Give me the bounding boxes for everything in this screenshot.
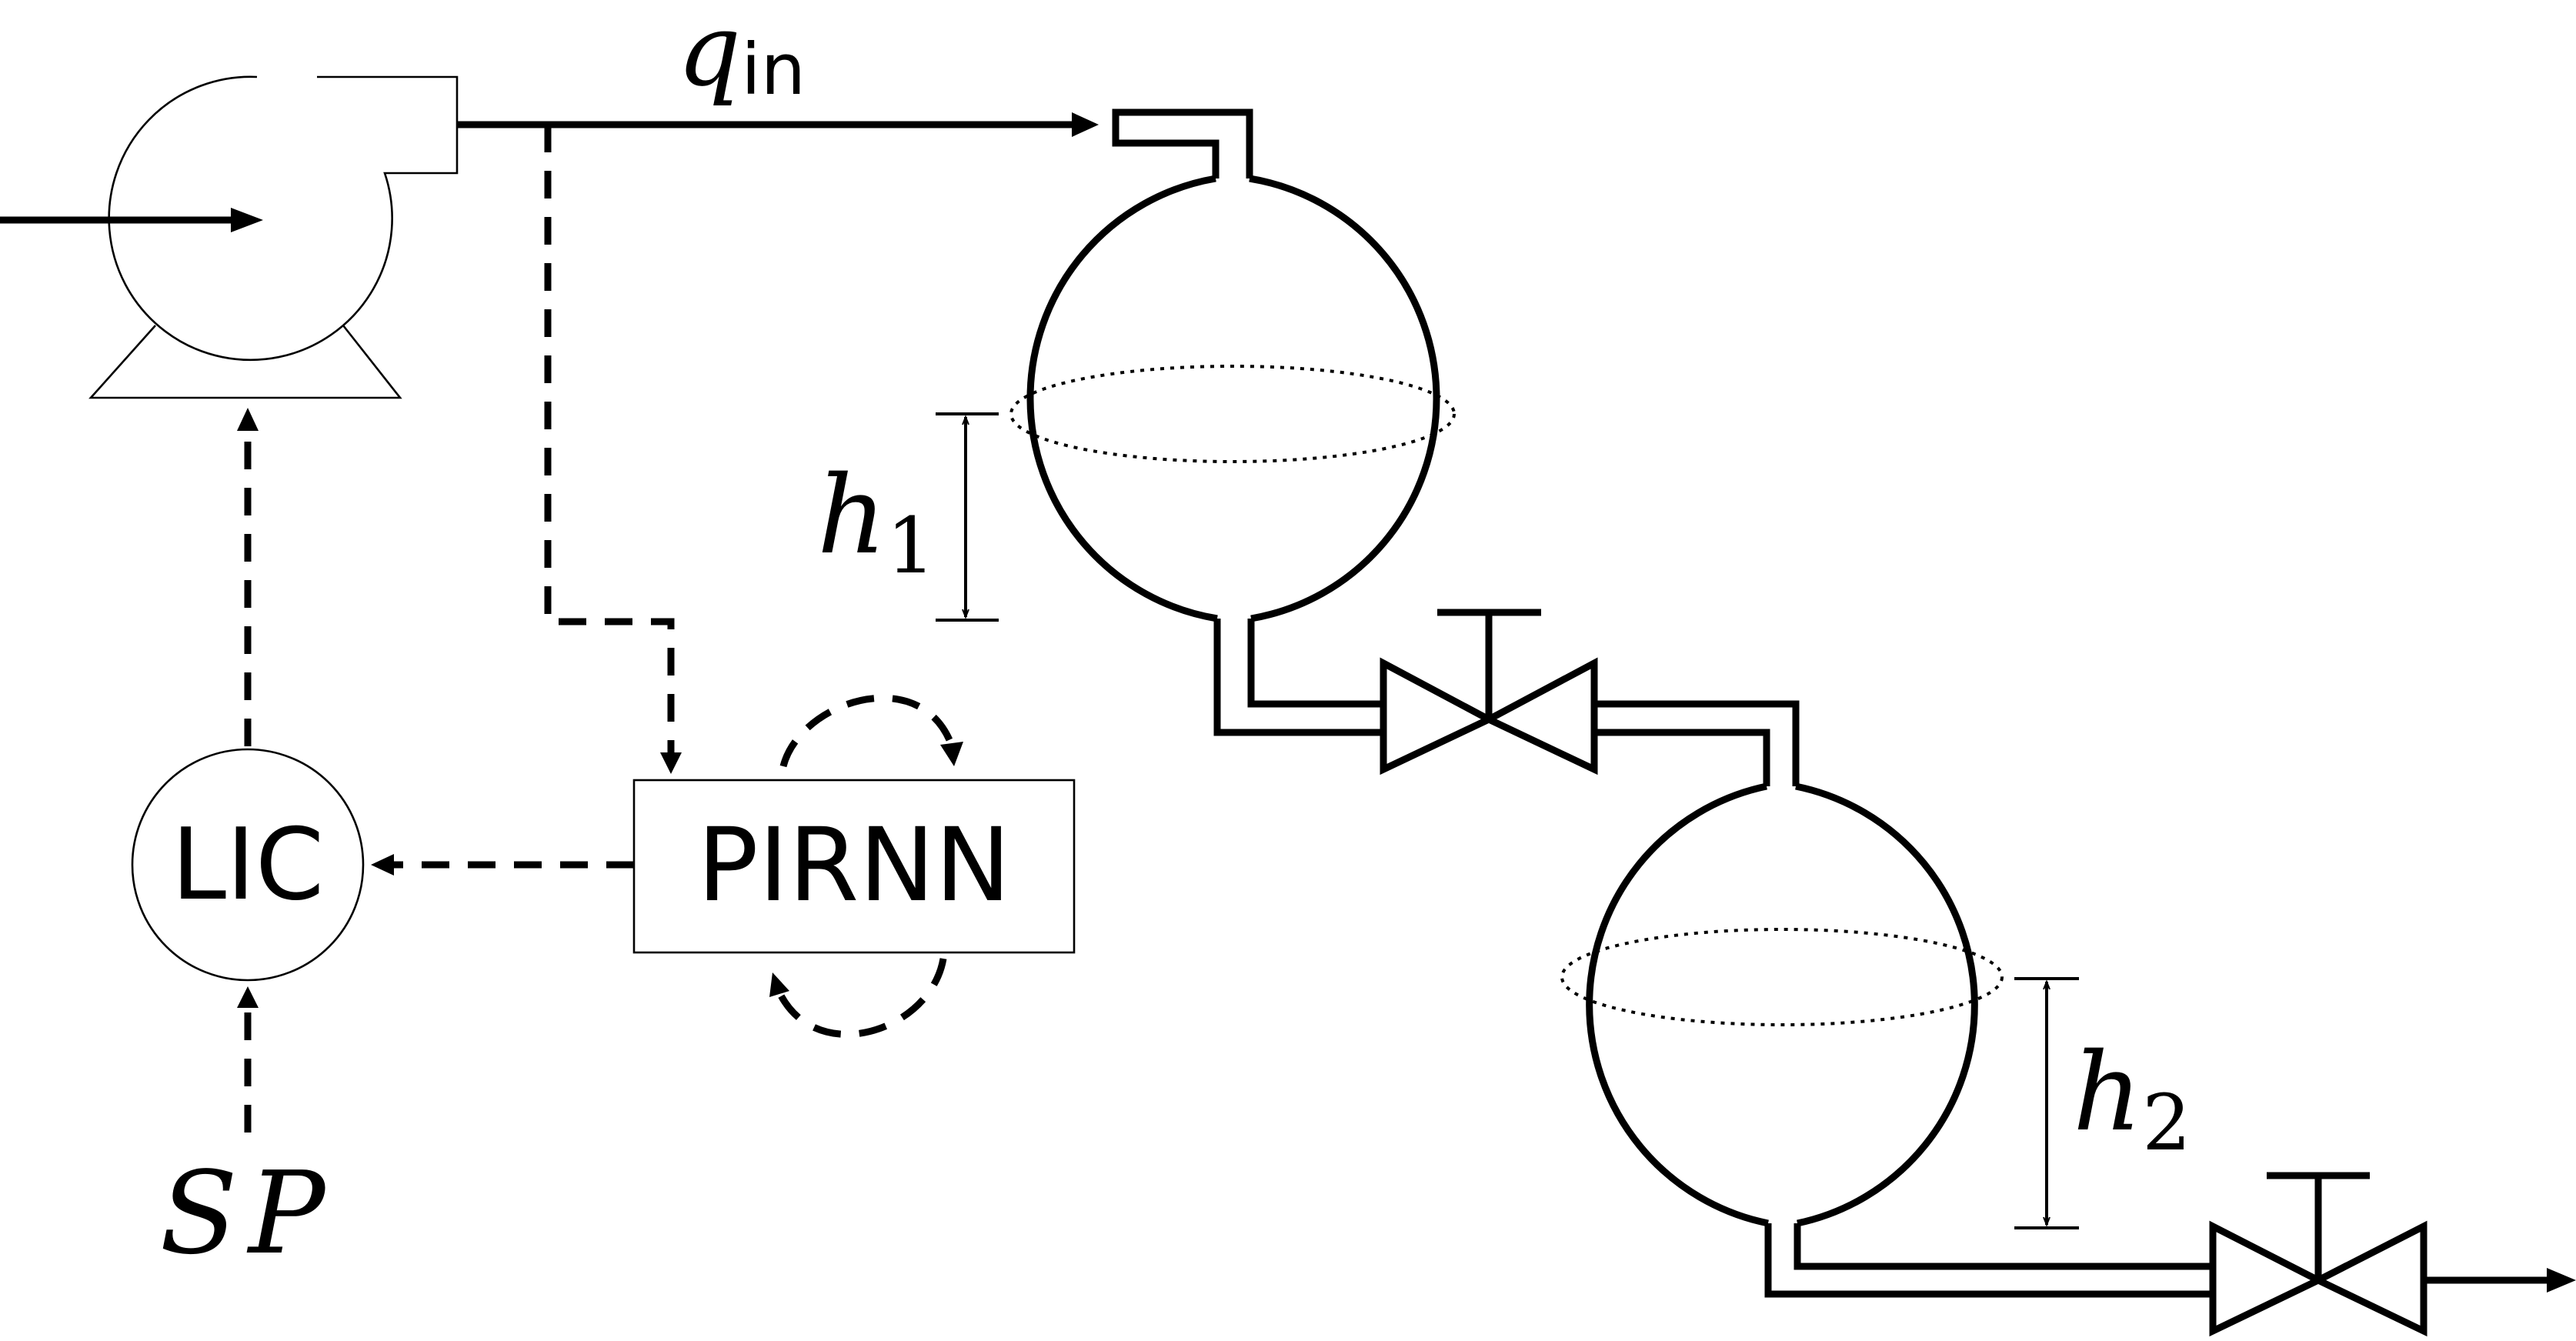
- lic-label: LIC: [172, 808, 324, 922]
- h2-dimension: [2014, 977, 2079, 1229]
- pirnn-recurrent-loop-bottom-arrowhead: [769, 972, 789, 997]
- signal-lic-to-pump-arrowhead: [237, 408, 259, 431]
- pipe-tank1-to-tank2-inner: [1594, 729, 1770, 786]
- pirnn-label: PIRNN: [697, 806, 1011, 925]
- h1-dimension: [936, 412, 999, 622]
- pirnn-recurrent-loop-top: [779, 694, 956, 768]
- h1-label: h1: [817, 453, 936, 591]
- signal-qin-to-pirnn-arrowhead: [660, 752, 682, 774]
- signal-qin-to-pirnn: [544, 125, 675, 754]
- setpoint-label: SP: [160, 1147, 336, 1279]
- signal-pirnn-to-lic-arrowhead: [371, 854, 394, 876]
- outflow-arrowhead: [2547, 1268, 2576, 1293]
- q-in-label: qin: [677, 0, 806, 111]
- pump-inlet-arrowhead: [231, 208, 263, 232]
- gate-valve-icon: [1380, 609, 1598, 776]
- spherical-tank-icon: [1560, 782, 2213, 1298]
- lic-controller: [131, 748, 365, 982]
- pirnn-recurrent-loop-bottom: [775, 958, 947, 1038]
- signal-sp-to-lic-arrowhead: [237, 986, 259, 1008]
- h2-label: h2: [2073, 1030, 2191, 1168]
- gate-valve-icon: [2209, 1172, 2428, 1337]
- pirnn-recurrent-loop-top-arrowhead: [940, 742, 963, 766]
- pipe-tank1-to-tank2: [1594, 700, 1800, 786]
- spherical-tank-icon: [1009, 108, 1456, 736]
- pirnn-block: [632, 779, 1076, 954]
- inflow-arrowhead: [1072, 112, 1099, 137]
- centrifugal-pump-icon: [88, 75, 459, 399]
